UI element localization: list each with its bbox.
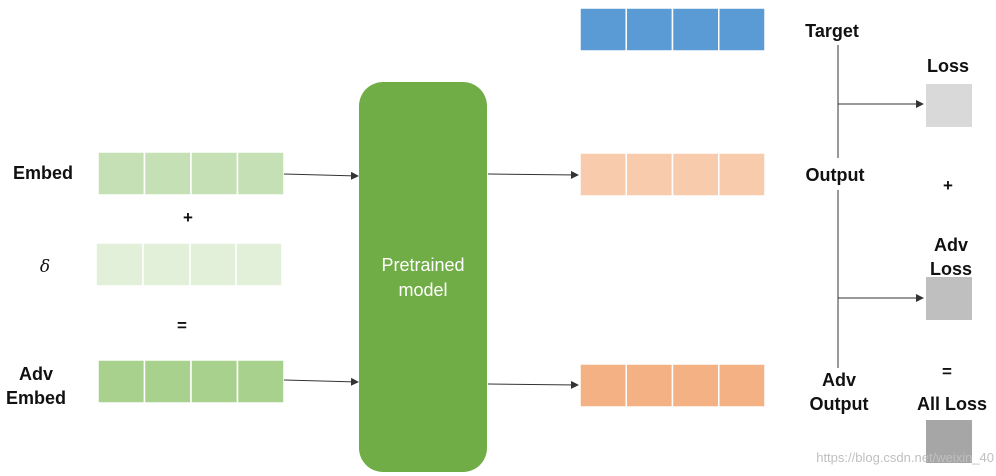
embed-vector [97,151,285,196]
adv-loss-label-line2: Loss [930,259,972,279]
output-label: Output [806,165,865,185]
pretrained-model-box [359,82,487,472]
delta-label: δ [40,257,50,277]
target-vector [579,7,766,52]
loss-box [926,84,972,127]
adv-output-label-line1: Adv [822,370,856,390]
adv-embed-vector [97,359,285,404]
plus-operator-right: + [943,176,953,195]
all-loss-label: All Loss [917,394,987,414]
equals-operator-right: = [942,362,952,381]
adv-embed-to-model-arrow [283,377,359,386]
model-to-output-arrow [487,170,579,179]
embed-label: Embed [13,163,73,183]
adv-output-vector [579,363,766,408]
equals-operator-left: = [177,316,187,335]
delta-vector [95,242,283,287]
adv-output-label-line2: Output [810,394,869,414]
all-loss-box [926,420,972,463]
adv-loss-label-line1: Adv [934,235,968,255]
watermark-text: https://blog.csdn.net/weixin_40 [816,450,994,465]
adv-embed-label-line1: Adv [19,364,53,384]
model-label-line1: Pretrained [381,255,464,275]
adv-embed-label-line2: Embed [6,388,66,408]
adv-loss-box [926,277,972,320]
loss-label: Loss [927,56,969,76]
plus-operator-left: + [183,208,193,227]
output-vector [579,152,766,197]
embed-to-model-arrow [283,171,359,180]
model-label-line2: model [398,280,447,300]
model-to-adv-output-arrow [487,380,579,389]
target-label: Target [805,21,859,41]
